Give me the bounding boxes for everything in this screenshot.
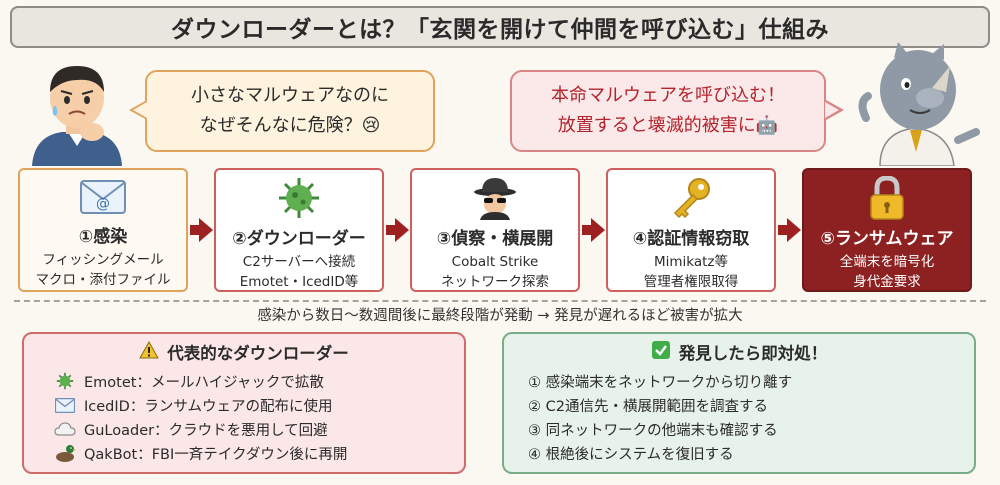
bubble-line: 本命マルウェアを呼び込む！ xyxy=(551,85,785,106)
flow-arrow-stem xyxy=(386,225,396,235)
step-desc: 全端末を暗号化 xyxy=(839,254,935,270)
rhino-mascot-illustration xyxy=(850,40,980,167)
step-infection: @ ①感染 フィッシングメール マクロ・添付ファイル xyxy=(18,168,188,292)
step-title: ③偵察・横展開 xyxy=(436,229,554,249)
check-icon xyxy=(651,340,671,364)
page-title: ダウンローダーとは？「玄関を開けて仲間を呼び込む」仕組み xyxy=(10,6,990,48)
lock-icon xyxy=(867,176,907,220)
step-desc: Emotet・IcedID等 xyxy=(239,274,359,290)
step-downloader: ②ダウンローダー C2サーバーへ接続 Emotet・IcedID等 xyxy=(214,168,384,292)
bubble-line: なぜそんなに危険？😢 xyxy=(199,115,381,136)
list-item-label: ③ 同ネットワークの他端末も確認する xyxy=(528,422,778,439)
flow-arrow xyxy=(395,218,409,242)
response-actions-panel: 発見したら即対処！ ① 感染端末をネットワークから切り離す ② C2通信先・横展… xyxy=(502,332,976,474)
list-item: ④ 根絶後にシステムを復旧する xyxy=(528,441,974,465)
step-desc: 管理者権限取得 xyxy=(643,274,739,290)
panel-heading: 代表的なダウンローダー xyxy=(167,344,349,363)
step-recon: ③偵察・横展開 Cobalt Strike ネットワーク探索 xyxy=(410,168,580,292)
step-credential-theft: ④認証情報窃取 Mimikatz等 管理者権限取得 xyxy=(606,168,776,292)
list-item-label: QakBot：FBI一斉テイクダウン後に再開 xyxy=(84,446,348,463)
bubble-tail-inner xyxy=(133,102,147,118)
list-item: ① 感染端末をネットワークから切り離す xyxy=(528,369,974,393)
step-desc: C2サーバーへ接続 xyxy=(242,254,356,270)
virus-icon xyxy=(277,176,321,220)
virus-icon xyxy=(54,371,76,391)
list-item-label: ② C2通信先・横展開範囲を調査する xyxy=(528,398,768,415)
step-title: ④認証情報窃取 xyxy=(632,229,750,249)
flow-arrow-stem xyxy=(582,225,592,235)
flow-arrow-stem xyxy=(778,225,788,235)
list-item: ② C2通信先・横展開範囲を調査する xyxy=(528,393,974,417)
list-item: Emotet：メールハイジャックで拡散 xyxy=(54,369,464,393)
flow-arrow-stem xyxy=(190,225,200,235)
flow-arrow xyxy=(199,218,213,242)
svg-text:@: @ xyxy=(96,196,110,212)
speech-bubble-question: 小さなマルウェアなのに なぜそんなに危険？😢 xyxy=(145,70,435,152)
envelope-icon: @ xyxy=(80,176,126,218)
flow-arrow xyxy=(787,218,801,242)
worried-person-illustration xyxy=(22,58,132,166)
list-item: IcedID：ランサムウェアの配布に使用 xyxy=(54,393,464,417)
step-title: ①感染 xyxy=(78,227,128,247)
step-desc: マクロ・添付ファイル xyxy=(35,272,171,288)
flow-arrow xyxy=(591,218,605,242)
duck-icon xyxy=(54,443,76,463)
envelope-icon xyxy=(54,395,76,415)
bubble-line: 小さなマルウェアなのに xyxy=(191,85,389,106)
section-divider xyxy=(14,300,986,302)
step-desc: Cobalt Strike xyxy=(451,254,539,270)
step-title: ②ダウンローダー xyxy=(232,229,366,249)
key-icon xyxy=(669,176,713,220)
step-ransomware: ⑤ランサムウェア 全端末を暗号化 身代金要求 xyxy=(802,168,972,292)
list-item: GuLoader：クラウドを悪用して回避 xyxy=(54,417,464,441)
bubble-line: 放置すると壊滅的被害に🤖 xyxy=(557,115,779,136)
step-desc: フィッシングメール xyxy=(42,252,164,268)
list-item: QakBot：FBI一斉テイクダウン後に再開 xyxy=(54,441,464,465)
step-title: ⑤ランサムウェア xyxy=(820,229,954,249)
panel-heading: 発見したら即対処！ xyxy=(678,344,828,363)
list-item-label: Emotet：メールハイジャックで拡散 xyxy=(84,374,324,391)
bubble-tail-inner xyxy=(825,102,839,118)
representative-downloaders-panel: 代表的なダウンローダー Emotet：メールハイジャックで拡散 IcedID：ラ… xyxy=(22,332,466,474)
list-item: ③ 同ネットワークの他端末も確認する xyxy=(528,417,974,441)
list-item-label: ④ 根絶後にシステムを復旧する xyxy=(528,446,734,463)
list-item-label: IcedID：ランサムウェアの配布に使用 xyxy=(84,398,333,415)
step-desc: 身代金要求 xyxy=(853,274,921,290)
step-desc: ネットワーク探索 xyxy=(441,274,549,290)
timeline-note: 感染から数日〜数週間後に最終段階が発動 → 発見が遅れるほど被害が拡大 xyxy=(257,308,743,324)
speech-bubble-answer: 本命マルウェアを呼び込む！ 放置すると壊滅的被害に🤖 xyxy=(510,70,826,152)
warning-icon xyxy=(139,340,160,363)
list-item-label: ① 感染端末をネットワークから切り離す xyxy=(528,374,793,391)
list-item-label: GuLoader：クラウドを悪用して回避 xyxy=(84,422,328,439)
cloud-icon xyxy=(54,419,76,439)
spy-icon xyxy=(472,176,518,220)
step-desc: Mimikatz等 xyxy=(653,254,729,270)
